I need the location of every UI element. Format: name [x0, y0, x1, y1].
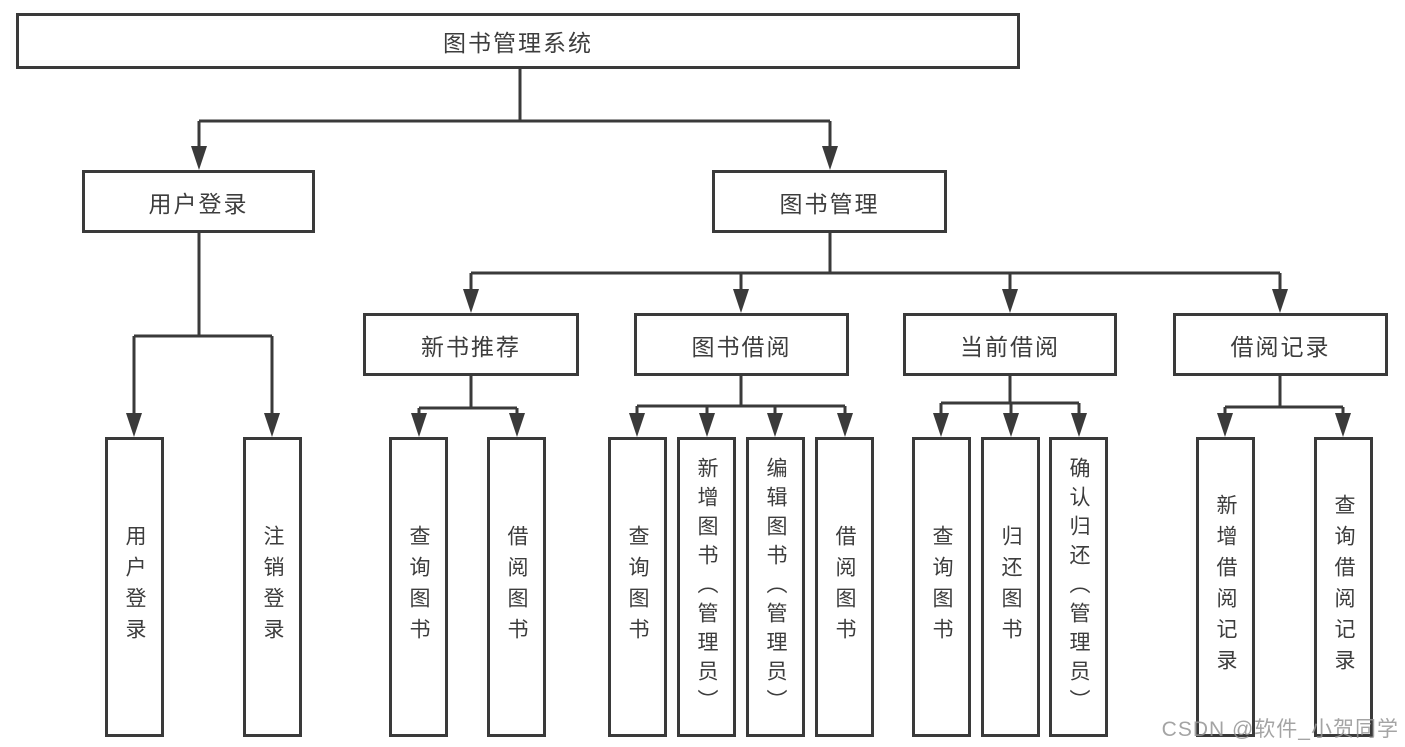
edge-sec2-children: [939, 376, 1081, 417]
node-borrow-records: 借阅记录: [1173, 313, 1388, 376]
leaf-logout-label: 注销登录: [261, 525, 284, 649]
node-book-borrow: 图书借阅: [634, 313, 849, 376]
leaf-query-books-recommend-label: 查询图书: [407, 525, 430, 649]
node-book-management: 图书管理: [712, 170, 947, 233]
leaf-borrow-books-recommend-label: 借阅图书: [505, 525, 528, 649]
node-root-label: 图书管理系统: [443, 30, 593, 56]
leaf-return-book: 归还图书: [981, 437, 1040, 737]
edge-sec0-children: [417, 376, 519, 417]
node-current-borrow-label: 当前借阅: [960, 333, 1060, 360]
leaf-query-books-recommend: 查询图书: [389, 437, 448, 737]
node-borrow-records-label: 借阅记录: [1230, 333, 1331, 360]
leaf-query-books-current-label: 查询图书: [930, 525, 953, 649]
leaf-add-book-admin-label: 新增图书（管理员）: [695, 456, 718, 718]
leaf-borrow-books-label: 借阅图书: [833, 525, 856, 649]
node-new-book-recommend: 新书推荐: [363, 313, 579, 376]
node-book-management-label: 图书管理: [779, 190, 880, 217]
leaf-edit-book-admin-label: 编辑图书（管理员）: [764, 456, 787, 718]
node-root: 图书管理系统: [16, 13, 1020, 69]
edge-book-mgmt-sections: [469, 233, 1282, 293]
leaf-borrow-books: 借阅图书: [815, 437, 874, 737]
leaf-add-book-admin: 新增图书（管理员）: [677, 437, 736, 737]
edge-sec1-children: [635, 376, 847, 417]
leaf-query-books-borrow-label: 查询图书: [626, 525, 649, 649]
leaf-confirm-return-admin-label: 确认归还（管理员）: [1067, 456, 1090, 718]
leaf-query-borrow-record: 查询借阅记录: [1314, 437, 1373, 737]
edge-user-login-children: [132, 233, 274, 417]
node-user-login-label: 用户登录: [148, 190, 249, 217]
node-book-borrow-label: 图书借阅: [691, 333, 792, 360]
leaf-query-borrow-record-label: 查询借阅记录: [1332, 494, 1355, 680]
csdn-watermark: CSDN @软件_小贺同学: [1161, 718, 1399, 741]
edge-sec3-children: [1223, 376, 1345, 417]
leaf-borrow-books-recommend: 借阅图书: [487, 437, 546, 737]
leaf-user-login: 用户登录: [105, 437, 164, 737]
edge-root-to-level1: [197, 69, 832, 150]
leaf-query-books-borrow: 查询图书: [608, 437, 667, 737]
leaf-logout: 注销登录: [243, 437, 302, 737]
node-current-borrow: 当前借阅: [903, 313, 1117, 376]
node-new-book-recommend-label: 新书推荐: [421, 333, 521, 360]
leaf-user-login-label: 用户登录: [123, 525, 146, 649]
leaf-query-books-current: 查询图书: [912, 437, 971, 737]
leaf-edit-book-admin: 编辑图书（管理员）: [746, 437, 805, 737]
leaf-confirm-return-admin: 确认归还（管理员）: [1049, 437, 1108, 737]
leaf-add-borrow-record-label: 新增借阅记录: [1214, 494, 1237, 680]
node-user-login: 用户登录: [82, 170, 315, 233]
leaf-add-borrow-record: 新增借阅记录: [1196, 437, 1255, 737]
leaf-return-book-label: 归还图书: [999, 525, 1022, 649]
